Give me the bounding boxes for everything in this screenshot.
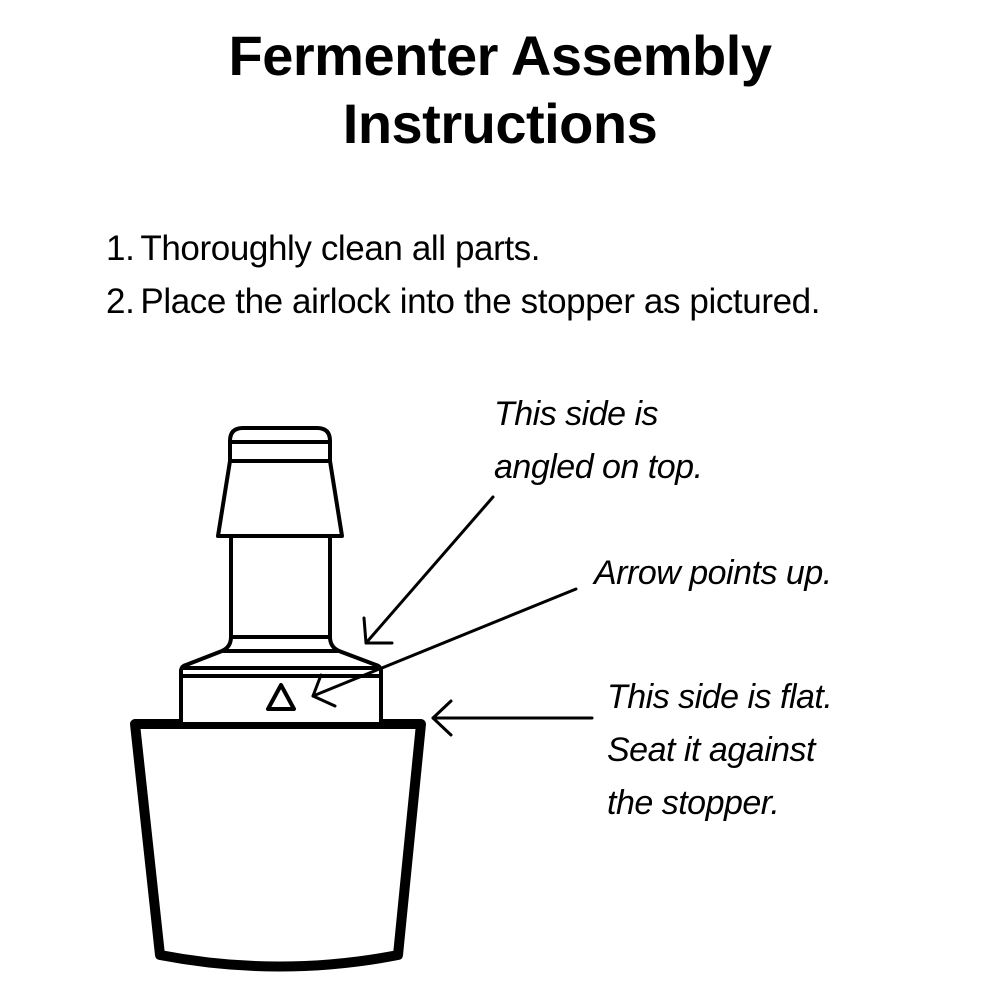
- step-number: 1.: [106, 229, 135, 268]
- step-text: Thoroughly clean all parts.: [140, 229, 541, 268]
- arrow-to-angled-side: [362, 495, 495, 645]
- callout-angled-top: This side is angled on top.: [494, 388, 703, 494]
- callout-flat-side: This side is flat. Seat it against the s…: [607, 671, 833, 830]
- title-line-2: Instructions: [342, 92, 658, 155]
- arrow-to-flat-side: [431, 699, 594, 737]
- callout-line: Seat it against: [607, 731, 815, 769]
- callout-arrow-up: Arrow points up.: [594, 547, 832, 600]
- step-item: 1.Thoroughly clean all parts.: [106, 222, 820, 275]
- step-text: Place the airlock into the stopper as pi…: [140, 282, 821, 321]
- step-item: 2.Place the airlock into the stopper as …: [106, 275, 820, 328]
- callout-line: angled on top.: [494, 448, 703, 486]
- airlock-stem: [229, 534, 332, 639]
- airlock-barb: [216, 459, 344, 538]
- airlock-flare: [179, 635, 383, 678]
- page-title: Fermenter Assembly Instructions: [0, 22, 1000, 158]
- stopper-outline: [130, 719, 426, 972]
- stopper-illustration: [130, 719, 426, 972]
- arrow-to-triangle: [311, 587, 578, 708]
- callout-line: This side is flat.: [607, 678, 833, 716]
- step-number: 2.: [106, 282, 135, 321]
- title-line-1: Fermenter Assembly: [228, 24, 772, 87]
- instruction-steps: 1.Thoroughly clean all parts. 2.Place th…: [106, 222, 820, 328]
- callout-arrows: [311, 495, 594, 737]
- callout-line: Arrow points up.: [594, 554, 832, 592]
- airlock-illustration: [179, 426, 383, 726]
- callout-line: This side is: [494, 395, 659, 433]
- up-triangle-icon: [266, 683, 296, 711]
- callout-line: the stopper.: [607, 784, 780, 822]
- airlock-cap: [228, 426, 332, 463]
